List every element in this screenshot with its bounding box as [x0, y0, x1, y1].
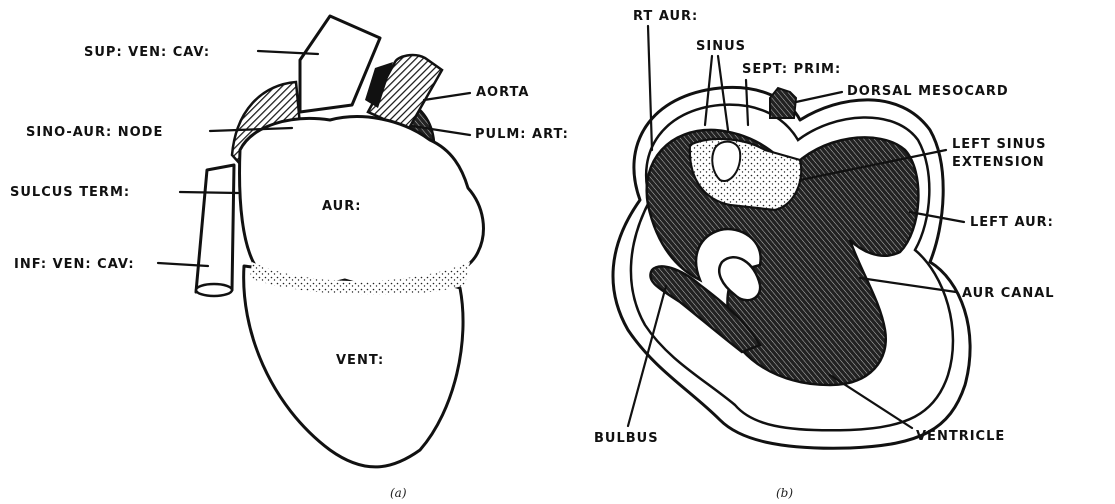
- label-dorsal-mesocard: DORSAL MESOCARD: [847, 84, 1009, 99]
- label-sulcus-term: SULCUS TERM:: [10, 185, 130, 200]
- label-sino-aur-node: SINO-AUR: NODE: [26, 125, 163, 140]
- leader-sulcus-term: [180, 192, 238, 193]
- label-inf-ven-cav: INF: VEN: CAV:: [14, 257, 135, 272]
- label-ventricle: VENTRICLE: [916, 429, 1005, 444]
- figure-b: RT AUR: SINUS SEPT: PRIM: DORSAL MESOCAR…: [594, 9, 1055, 500]
- leader-dorsal-mesocard: [796, 92, 842, 102]
- label-left-sinus-extension-line1: LEFT SINUS: [952, 137, 1046, 152]
- label-bulbus: BULBUS: [594, 431, 659, 446]
- label-vent: VENT:: [336, 353, 384, 368]
- dorsal-mesocard-shape: [770, 88, 796, 118]
- label-pulm-art: PULM: ART:: [475, 127, 569, 142]
- label-sept-prim: SEPT: PRIM:: [742, 62, 841, 77]
- label-sinus: SINUS: [696, 39, 746, 54]
- figure-a: SUP: VEN: CAV: AORTA SINO-AUR: NODE PULM…: [10, 16, 569, 500]
- caption-b: (b): [776, 486, 793, 500]
- label-aur-canal: AUR CANAL: [962, 286, 1055, 301]
- caption-a: (a): [390, 486, 407, 500]
- label-aur: AUR:: [322, 199, 361, 214]
- label-aorta: AORTA: [476, 85, 529, 100]
- ivc-opening: [196, 284, 232, 296]
- label-left-aur: LEFT AUR:: [970, 215, 1054, 230]
- inferior-vena-cava-shape: [196, 165, 234, 292]
- label-left-sinus-extension-line2: EXTENSION: [952, 155, 1045, 170]
- leader-aorta: [424, 93, 470, 100]
- label-rt-aur: RT AUR:: [633, 9, 698, 24]
- label-sup-ven-cav: SUP: VEN: CAV:: [84, 45, 210, 60]
- atrium-shape: [240, 117, 484, 288]
